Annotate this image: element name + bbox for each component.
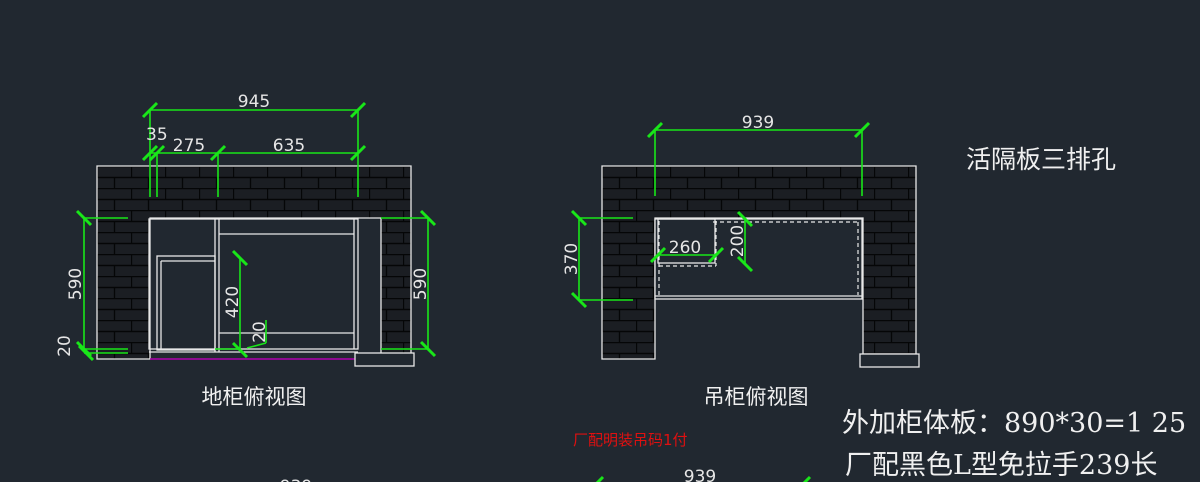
dim-420: 420 [223, 286, 243, 318]
base-cabinet-title: 地柜俯视图 [202, 385, 307, 409]
partial-next-row: 939 939 [280, 467, 812, 482]
dim-20-inner: 20 [250, 321, 270, 343]
dim-275: 275 [173, 136, 205, 156]
wall-cabinet-plan: 939 370 260 200 吊柜俯视图 [562, 113, 920, 409]
wall-cabinet-title: 吊柜俯视图 [704, 385, 809, 409]
base-door-panel [156, 255, 216, 351]
wall-dimensions [570, 121, 871, 309]
dim-200: 200 [728, 225, 748, 257]
dim-370: 370 [562, 243, 582, 275]
wall-cabinet-bricks [601, 165, 917, 360]
dim-35: 35 [146, 125, 168, 145]
dim-260: 260 [669, 238, 701, 258]
dim-945: 945 [238, 92, 270, 112]
wall-cabinet-outline [654, 218, 863, 300]
partial-dim-right: 939 [684, 467, 716, 482]
base-plinth [354, 352, 415, 367]
dim-939: 939 [742, 113, 774, 133]
handle-note: 厂配黑色L型免拉手239长 [845, 450, 1157, 481]
base-cabinet-outline [148, 218, 359, 350]
partial-dim-left: 939 [280, 477, 312, 482]
dim-590-right: 590 [411, 268, 431, 300]
base-cabinet-plan: 945 35 275 635 590 590 20 420 20 地柜俯视图 [55, 92, 437, 409]
shelf-note: 活隔板三排孔 [966, 145, 1116, 174]
dim-20-left: 20 [55, 335, 75, 357]
base-dimensions [75, 101, 437, 362]
hanger-note: 厂配明装吊码1付 [573, 431, 688, 449]
wall-cabinet-plinth [859, 353, 920, 368]
dim-635: 635 [273, 136, 305, 156]
extra-panel-note: 外加柜体板：890*30=1 25 [842, 408, 1186, 439]
dim-590-left: 590 [66, 268, 86, 300]
